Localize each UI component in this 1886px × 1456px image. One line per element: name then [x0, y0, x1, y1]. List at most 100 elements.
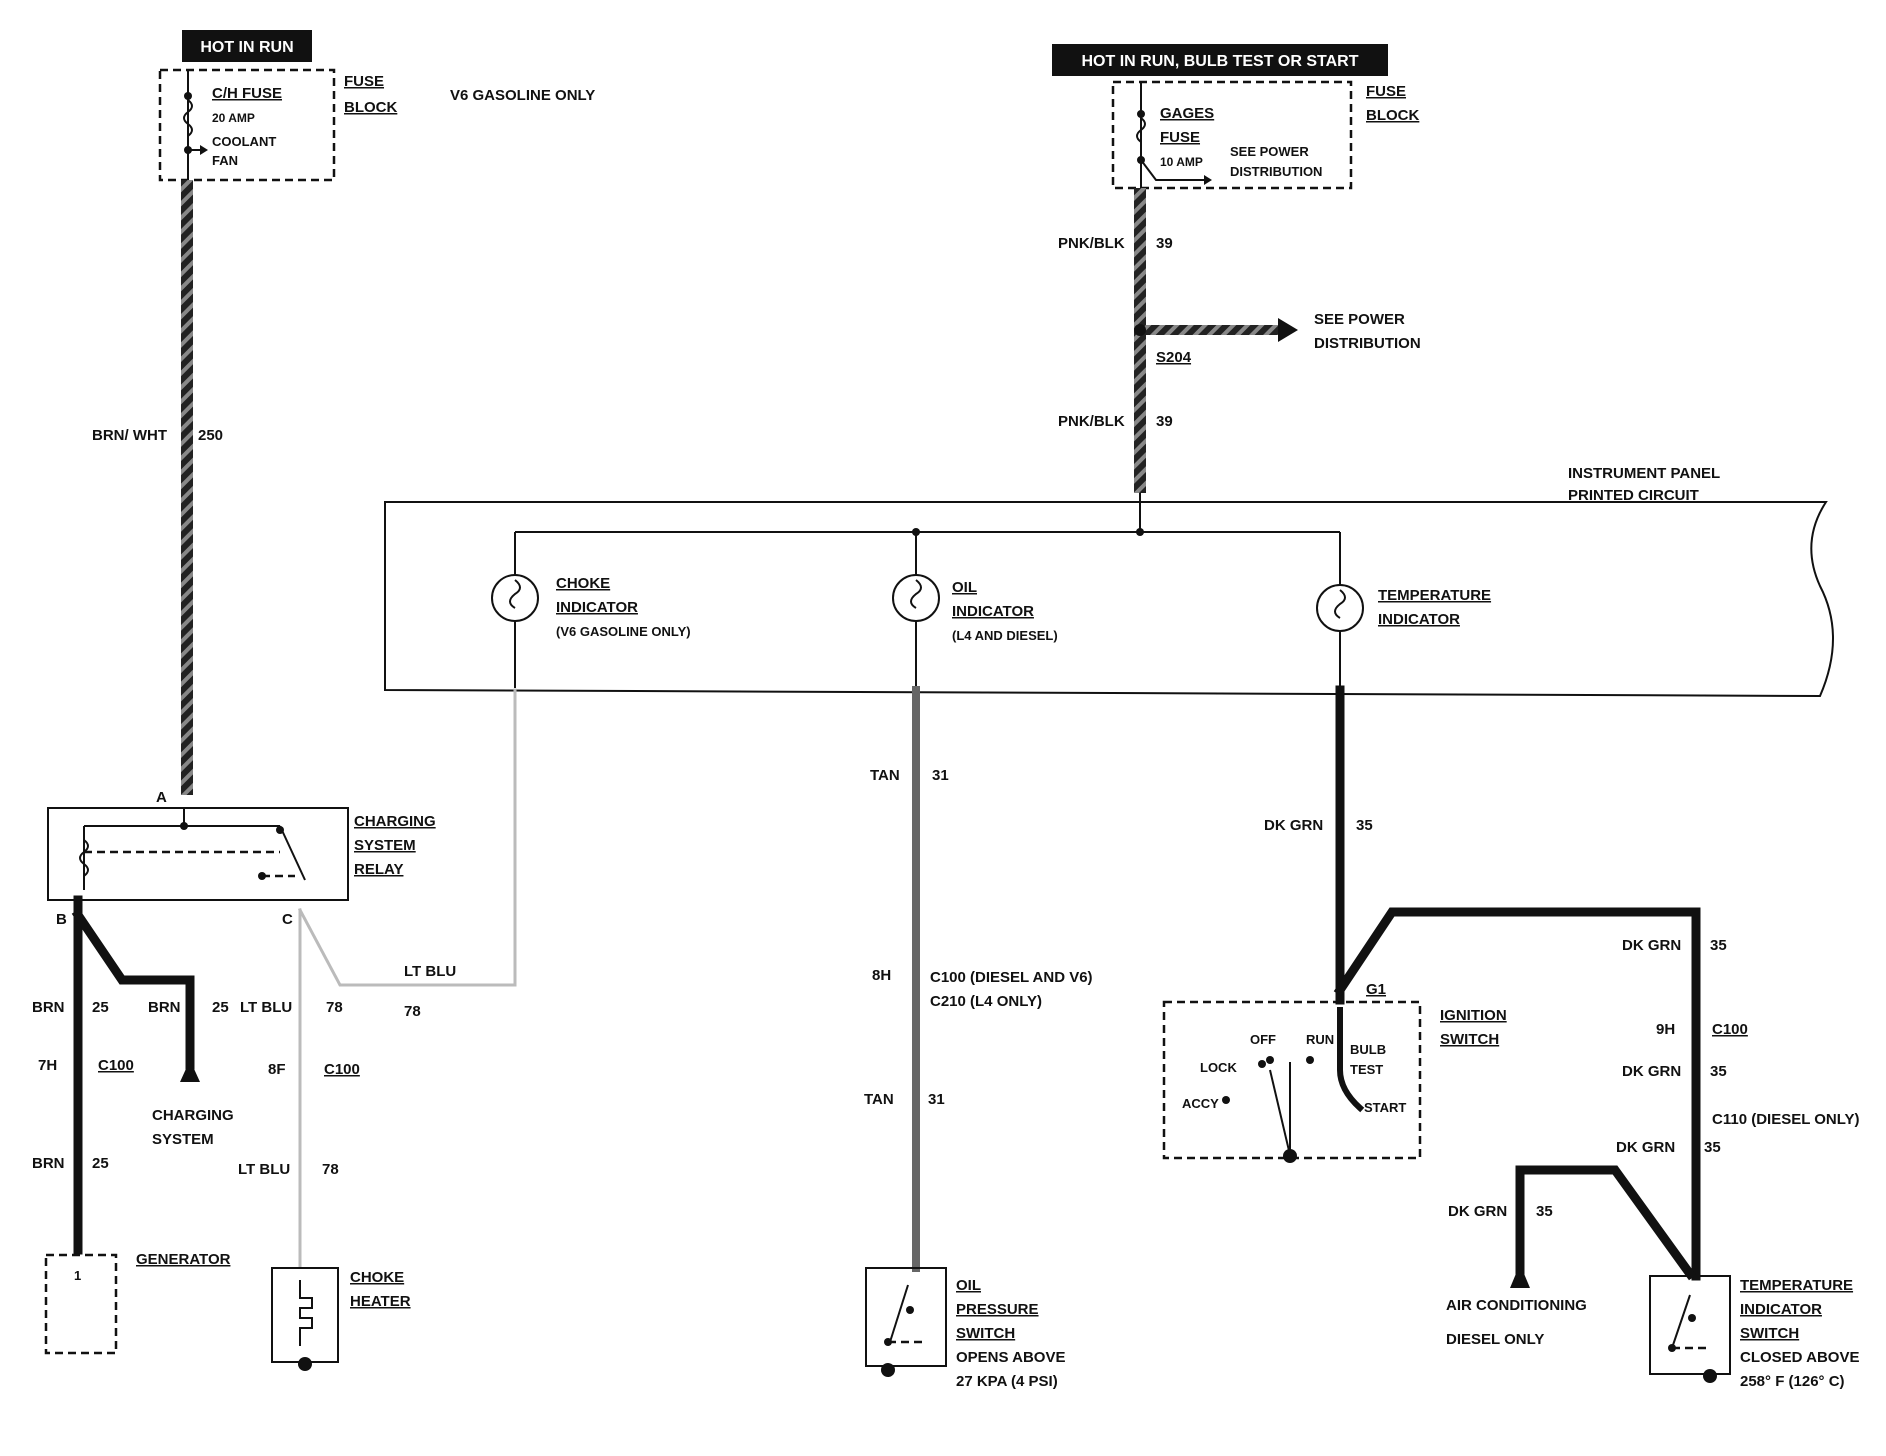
relay-label-2: SYSTEM: [354, 837, 416, 854]
temp-switch-note: CLOSED ABOVE: [1740, 1349, 1859, 1366]
label-dk-grn: DK GRN: [1264, 817, 1323, 834]
arrow-charging-system: [180, 1060, 200, 1082]
label-lt-blu-2: LT BLU: [240, 999, 292, 1016]
label-78: 78: [404, 1003, 421, 1020]
label-brn: BRN: [32, 999, 65, 1016]
label-78-2: 78: [326, 999, 343, 1016]
label-brn-2: BRN: [148, 999, 181, 1016]
ign-bulb: BULB: [1350, 1042, 1386, 1057]
relay-label: CHARGING: [354, 813, 436, 830]
label-lt-blu-3: LT BLU: [238, 1161, 290, 1178]
gages-fuse-label: GAGES: [1160, 105, 1214, 122]
svg-text:HOT IN RUN: HOT IN RUN: [200, 39, 293, 56]
label-lt-blu: LT BLU: [404, 963, 456, 980]
generator: 1 GENERATOR: [44, 1251, 231, 1355]
fuse-label: C/H FUSE: [212, 85, 282, 102]
charging-system-label: CHARGING: [152, 1107, 234, 1124]
label-35-4: 35: [1704, 1139, 1721, 1156]
gages-fuse-label-2: FUSE: [1160, 129, 1200, 146]
ignition-switch: G1 IGNITION SWITCH OFF RUN LOCK ACCY BUL…: [1162, 981, 1507, 1163]
conn-c100-diesel: C100 (DIESEL AND V6): [930, 969, 1093, 986]
gages-fuse-rating: 10 AMP: [1160, 155, 1203, 169]
air-conditioning-label-2: DIESEL ONLY: [1446, 1331, 1544, 1348]
choke-indicator-label: CHOKE: [556, 575, 610, 592]
label-25: 25: [92, 999, 109, 1016]
conn-g1: G1: [1366, 981, 1386, 998]
air-conditioning-label: AIR CONDITIONING: [1446, 1297, 1587, 1314]
see-power-2: DISTRIBUTION: [1230, 164, 1322, 179]
conn-8h: 8H: [872, 967, 891, 984]
fuse-block-right-label-2: BLOCK: [1366, 107, 1419, 124]
conn-c100-2: C100: [324, 1061, 360, 1078]
conn-c100: C100: [98, 1057, 134, 1074]
see-power-1: SEE POWER: [1230, 144, 1309, 159]
choke-heater-label-2: HEATER: [350, 1293, 411, 1310]
label-31-2: 31: [928, 1091, 945, 1108]
ign-test: TEST: [1350, 1062, 1383, 1077]
ignition-switch-label-2: SWITCH: [1440, 1031, 1499, 1048]
label-39-2: 39: [1156, 413, 1173, 430]
label-dk-grn-5: DK GRN: [1448, 1203, 1507, 1220]
relay-pin-c: C: [282, 911, 293, 928]
splice-s204: [1134, 324, 1146, 336]
label-dk-grn-3: DK GRN: [1622, 1063, 1681, 1080]
charging-system-relay: CHARGING SYSTEM RELAY A B C: [47, 789, 436, 928]
svg-text:HOT IN RUN, BULB TEST OR STAR: HOT IN RUN, BULB TEST OR START: [1081, 53, 1358, 70]
temp-switch-note-2: 258° F (126° C): [1740, 1373, 1845, 1390]
label-pnk-blk-2: PNK/BLK: [1058, 413, 1125, 430]
label-35-2: 35: [1710, 937, 1727, 954]
choke-heater-label: CHOKE: [350, 1269, 404, 1286]
conn-c210: C210 (L4 ONLY): [930, 993, 1042, 1010]
choke-indicator-label-2: INDICATOR: [556, 599, 638, 616]
arrow-air-conditioning: [1510, 1264, 1530, 1288]
relay-pin-b: B: [56, 911, 67, 928]
temp-switch-label-3: SWITCH: [1740, 1325, 1799, 1342]
label-35: 35: [1356, 817, 1373, 834]
ign-accy: ACCY: [1182, 1096, 1219, 1111]
oil-indicator-label: OIL: [952, 579, 977, 596]
conn-7h: 7H: [38, 1057, 57, 1074]
oil-pressure-switch: OIL PRESSURE SWITCH OPENS ABOVE 27 KPA (…: [865, 1267, 1065, 1390]
relay-label-3: RELAY: [354, 861, 403, 878]
label-see-power: SEE POWER: [1314, 311, 1405, 328]
conn-c110: C110 (DIESEL ONLY): [1712, 1111, 1860, 1128]
temp-switch-label: TEMPERATURE: [1740, 1277, 1853, 1294]
choke-indicator-note: (V6 GASOLINE ONLY): [556, 624, 691, 639]
header-hot-in-run: HOT IN RUN: [182, 30, 312, 62]
wire-branch-power: [1140, 325, 1280, 335]
label-31: 31: [932, 767, 949, 784]
conn-8f: 8F: [268, 1061, 286, 1078]
wire-dk-grn-35-temp: [1333, 907, 1701, 1281]
charging-system-label-2: SYSTEM: [152, 1131, 214, 1148]
label-39: 39: [1156, 235, 1173, 252]
temperature-indicator-label: TEMPERATURE: [1378, 587, 1491, 604]
wire-dk-grn-35-ac: [1515, 1165, 1697, 1281]
temp-switch-label-2: INDICATOR: [1740, 1301, 1822, 1318]
conn-9h: 9H: [1656, 1021, 1675, 1038]
fuse-fan: FAN: [212, 153, 238, 168]
oil-pressure-switch-label-2: PRESSURE: [956, 1301, 1039, 1318]
generator-pin: 1: [74, 1268, 81, 1283]
wire-brn-wht-250: [181, 180, 193, 795]
label-dk-grn-4: DK GRN: [1616, 1139, 1675, 1156]
oil-indicator-label-2: INDICATOR: [952, 603, 1034, 620]
oil-pressure-switch-note: OPENS ABOVE: [956, 1349, 1065, 1366]
arrow-see-power: [1278, 318, 1298, 342]
label-tan-2: TAN: [864, 1091, 894, 1108]
ign-start: START: [1364, 1100, 1406, 1115]
oil-pressure-switch-note-2: 27 KPA (4 PSI): [956, 1373, 1058, 1390]
ign-lock: LOCK: [1200, 1060, 1237, 1075]
header-hot-in-run-bulb-test: HOT IN RUN, BULB TEST OR START: [1052, 44, 1388, 76]
panel-title-2: PRINTED CIRCUIT: [1568, 487, 1699, 504]
fuse-block-left: C/H FUSE 20 AMP COOLANT FAN FUSE BLOCK: [158, 68, 397, 182]
oil-pressure-switch-label-3: SWITCH: [956, 1325, 1015, 1342]
fuse-block-label-2: BLOCK: [344, 99, 397, 116]
label-tan: TAN: [870, 767, 900, 784]
temperature-indicator-switch: TEMPERATURE INDICATOR SWITCH CLOSED ABOV…: [1649, 1275, 1859, 1390]
relay-pin-a: A: [156, 789, 167, 806]
fuse-block-right: GAGES FUSE 10 AMP SEE POWER DISTRIBUTION…: [1111, 80, 1419, 190]
wire-brn-25-charging: [71, 908, 195, 1070]
fuse-coolant: COOLANT: [212, 134, 276, 149]
label-35-3: 35: [1710, 1063, 1727, 1080]
conn-c100-3: C100: [1712, 1021, 1748, 1038]
